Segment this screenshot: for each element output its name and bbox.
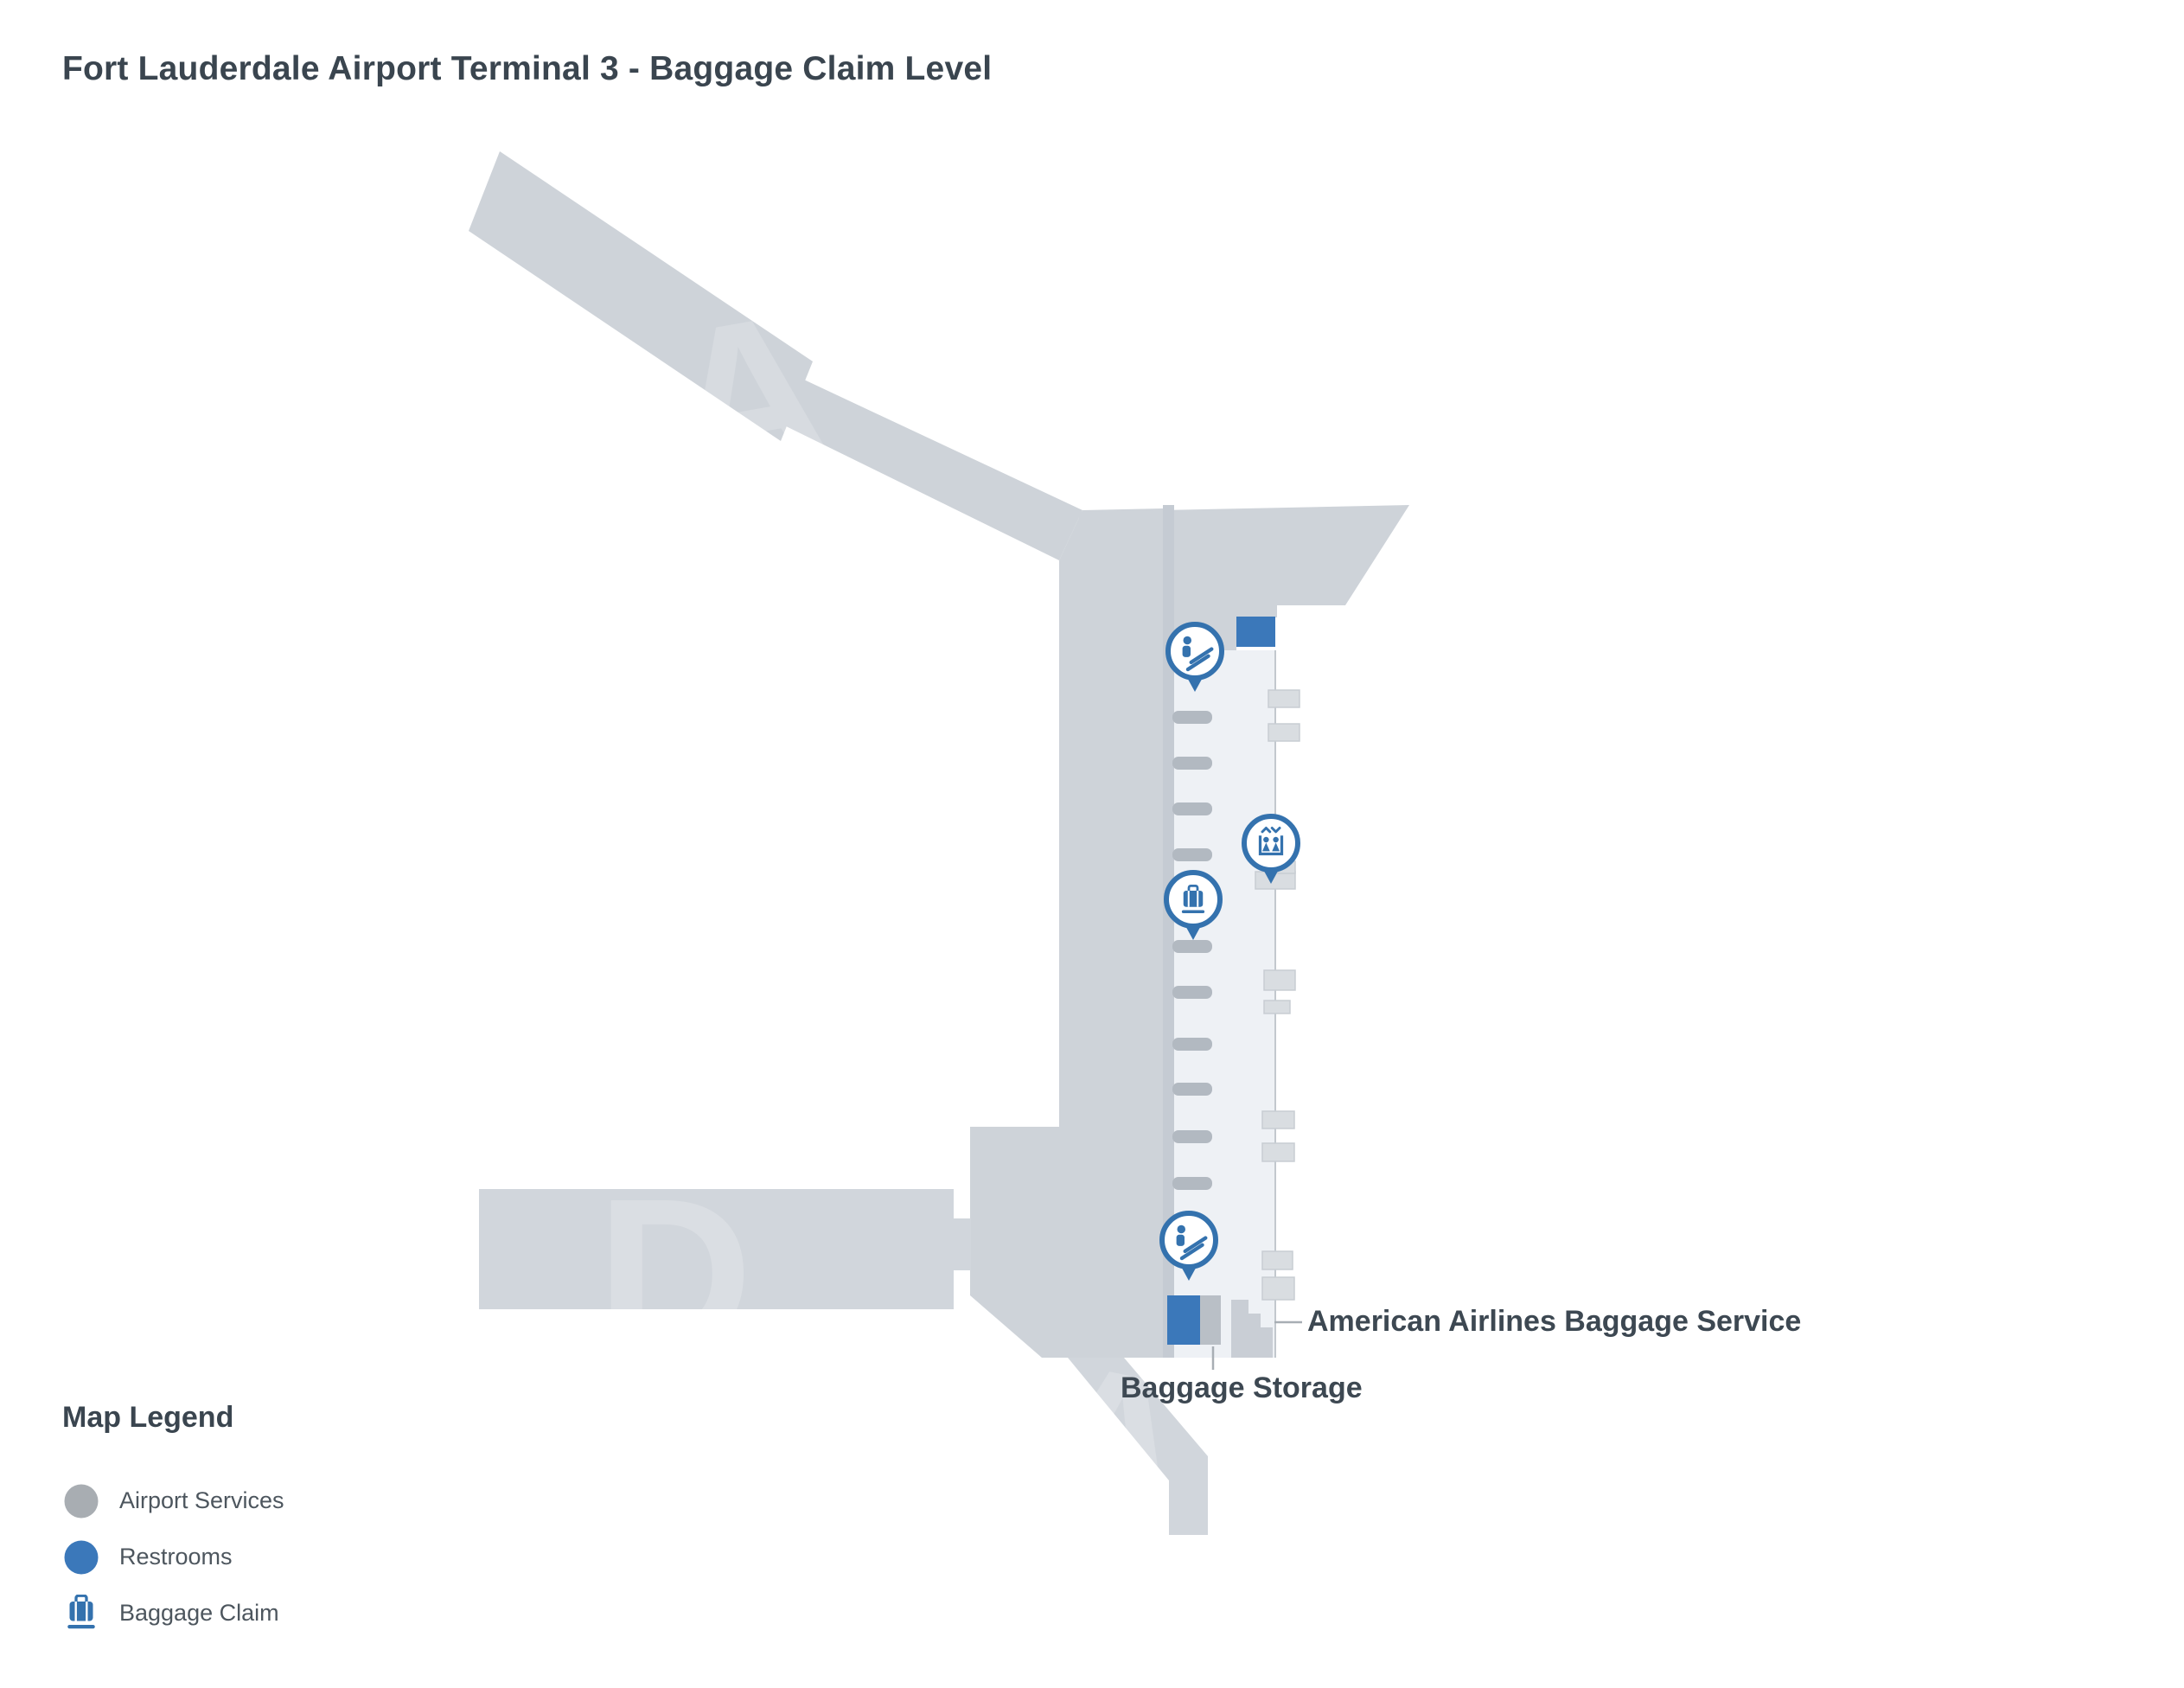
- restroom-upper: [1236, 617, 1275, 647]
- suitcase-icon: [67, 1594, 95, 1628]
- restroom-blocks: [1167, 617, 1275, 1345]
- terminal-wall-band: [1163, 505, 1174, 1358]
- concourse-shape: [469, 151, 813, 441]
- legend-item-label: Restrooms: [119, 1544, 233, 1570]
- map-legend: Map Legend Airport Services Restrooms: [62, 1401, 425, 1641]
- ramp-shape: [1068, 1358, 1208, 1535]
- legend-item-airport-services: Airport Services: [62, 1473, 425, 1529]
- legend-item-restrooms: Restrooms: [62, 1529, 425, 1585]
- blue-circle-icon: [64, 1540, 99, 1574]
- terminal-west-block: [970, 508, 1163, 1358]
- svg-text:D: D: [597, 1154, 753, 1395]
- restrooms-swatch: [62, 1538, 100, 1576]
- svg-text:A: A: [649, 265, 845, 529]
- baggage-claim-swatch: [62, 1594, 100, 1633]
- escalator-icon: [1182, 636, 1214, 672]
- escalator-lower-pin[interactable]: [1159, 1211, 1218, 1281]
- service-boxes: [1255, 689, 1300, 1301]
- page-title: Fort Lauderdale Airport Terminal 3 - Bag…: [62, 50, 993, 87]
- elevator-icon: [1258, 827, 1284, 856]
- legend-item-label: Baggage Claim: [119, 1600, 279, 1626]
- aa-baggage-service-steps: [1231, 1300, 1273, 1358]
- label-baggage-storage: Baggage Storage: [1121, 1372, 1363, 1404]
- legend-title: Map Legend: [62, 1401, 234, 1434]
- escalator-icon: [1176, 1224, 1208, 1261]
- gray-circle-icon: [64, 1484, 99, 1518]
- restroom-lower: [1167, 1295, 1200, 1345]
- west-arm-connector: [954, 1218, 971, 1270]
- corridor-shape: [776, 374, 1082, 560]
- leader-lines: [1211, 1320, 1302, 1370]
- west-arm-shape: [479, 1189, 954, 1309]
- escalator-upper-pin[interactable]: [1165, 622, 1224, 692]
- legend-item-label: Airport Services: [119, 1487, 284, 1513]
- elevator-pin[interactable]: [1242, 814, 1300, 884]
- airport-services-swatch: [62, 1482, 100, 1520]
- baggage-claim-pin[interactable]: [1164, 870, 1223, 940]
- label-american-airlines-baggage-service: American Airlines Baggage Service: [1307, 1305, 1802, 1338]
- baggage-storage-room: [1200, 1295, 1221, 1345]
- terminal-top-cap: [1079, 505, 1409, 650]
- baggage-claim-icon: [1181, 885, 1205, 913]
- legend-item-baggage-claim: Baggage Claim: [62, 1585, 425, 1641]
